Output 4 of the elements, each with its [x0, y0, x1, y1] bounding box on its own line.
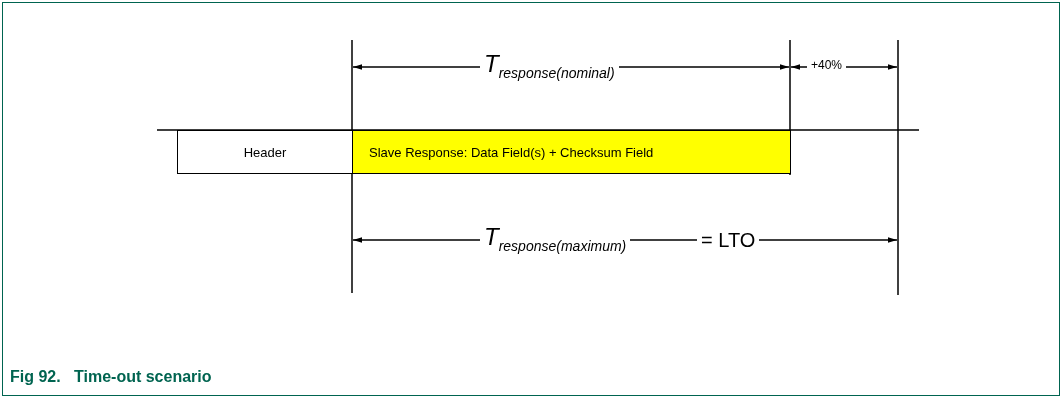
figure-caption: Fig 92. Time-out scenario [10, 368, 212, 386]
header-field: Header [177, 130, 353, 174]
response-field: Slave Response: Data Field(s) + Checksum Field [352, 130, 791, 174]
percentage-label: +40% [807, 58, 847, 72]
